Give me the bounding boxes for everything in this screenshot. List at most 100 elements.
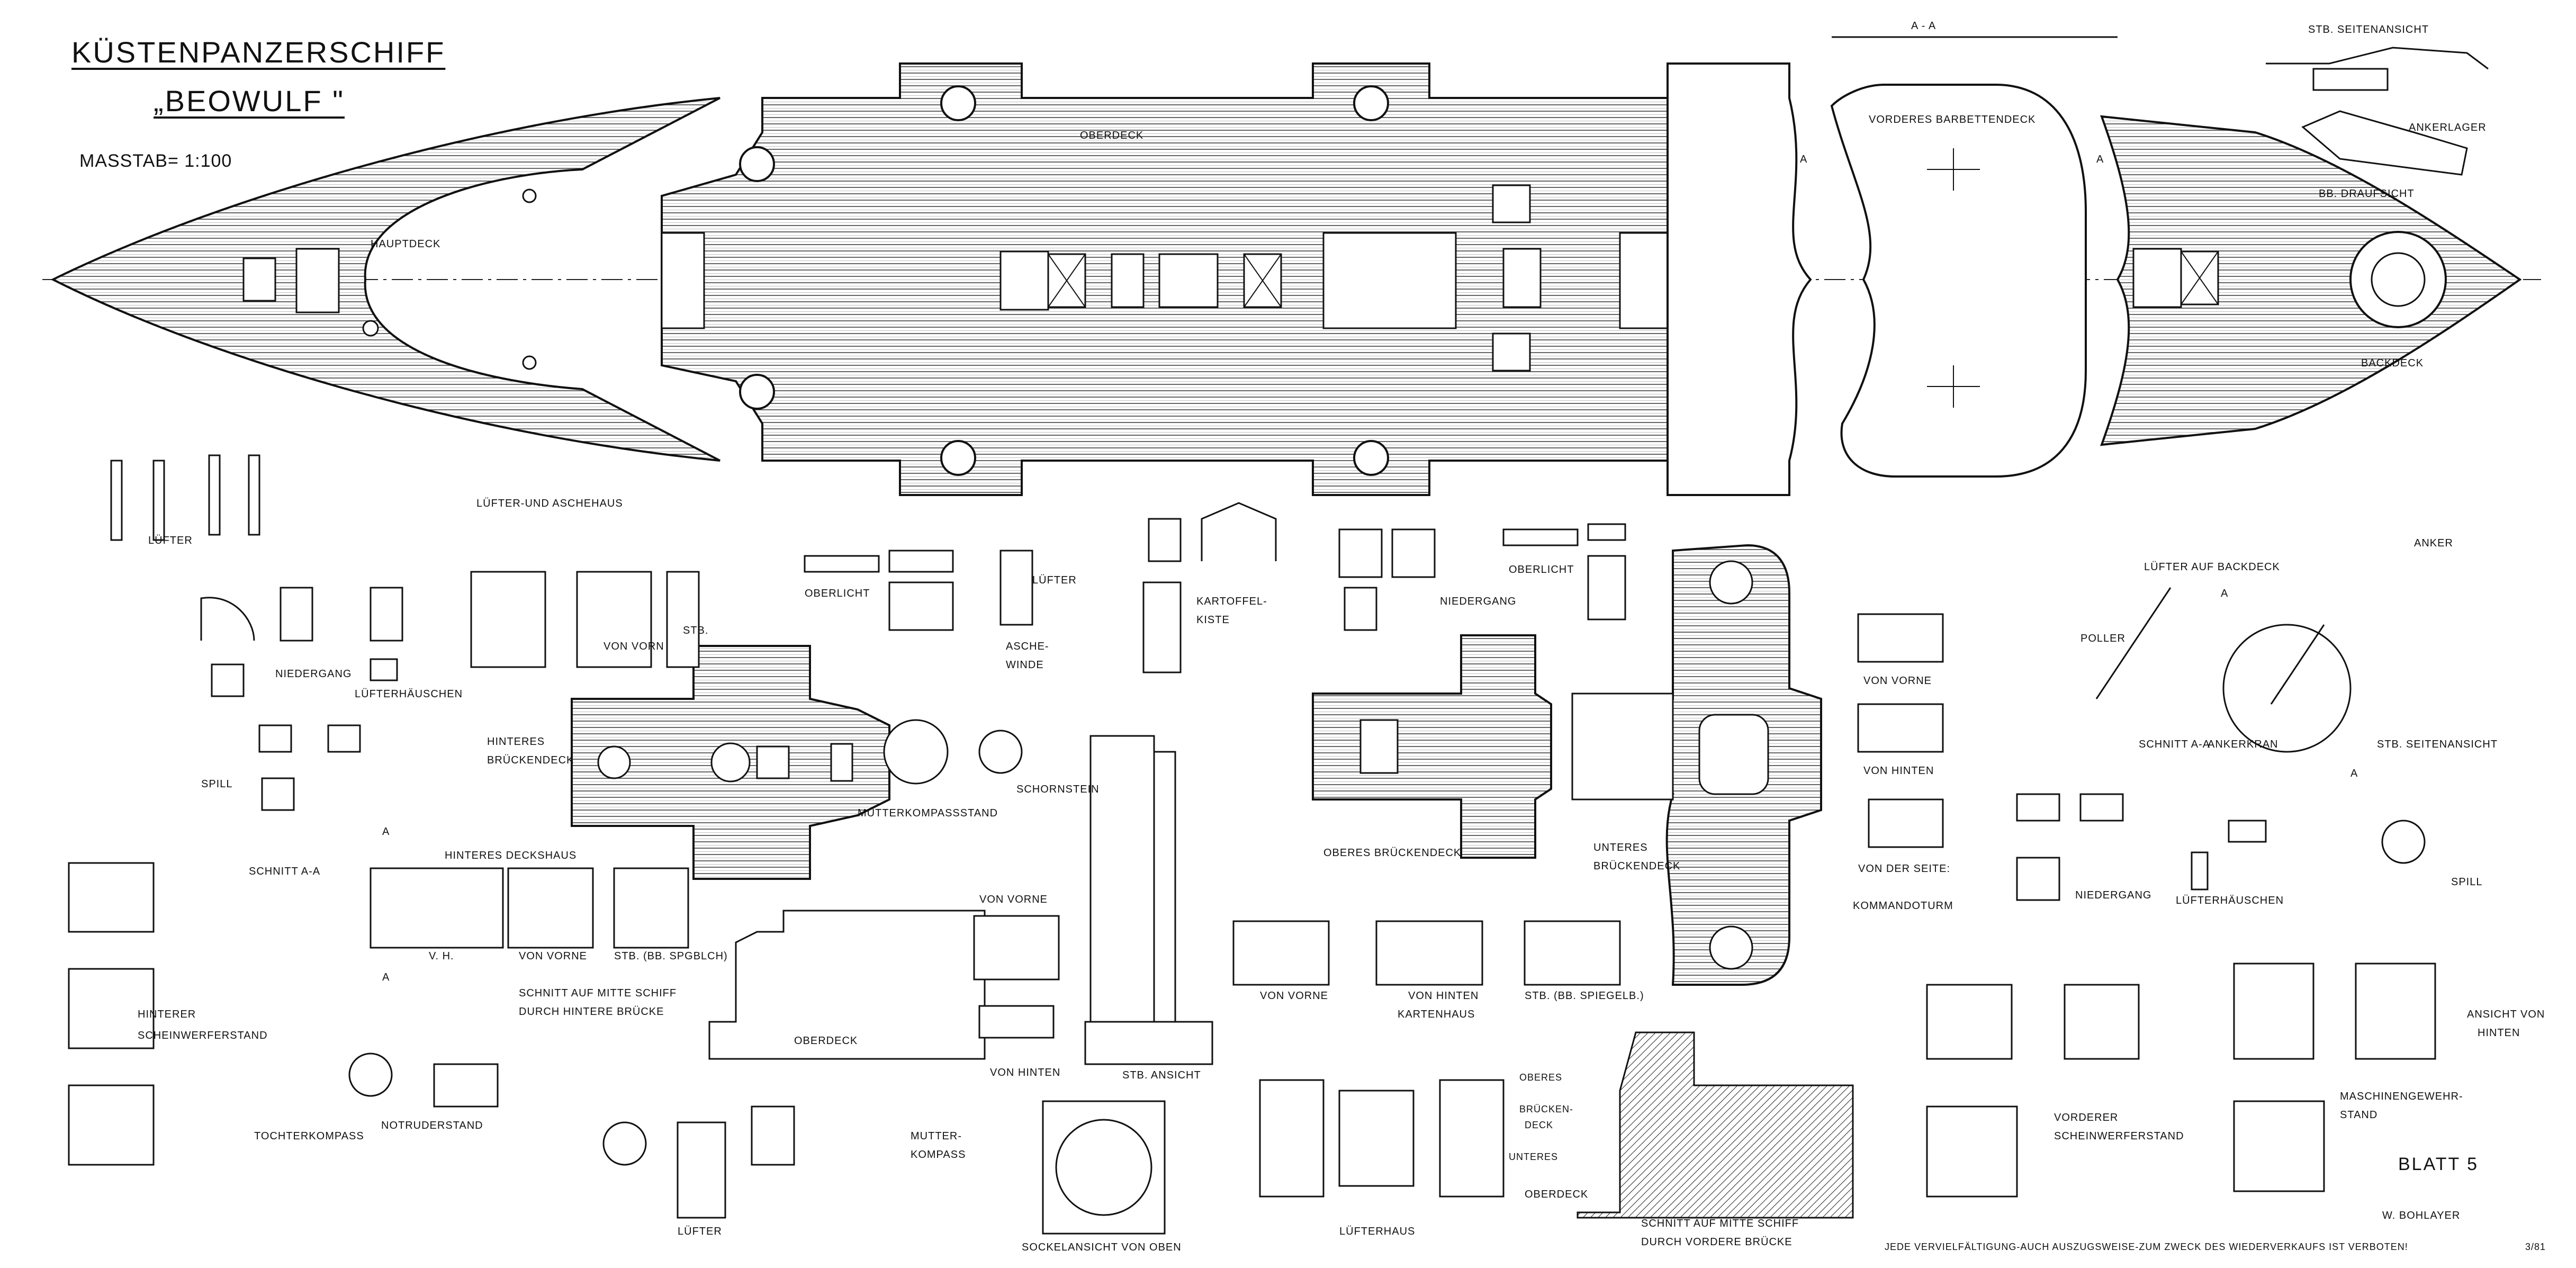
label-oberdeck-small: OBERDECK (794, 1035, 858, 1047)
label-section-aa: A - A (1911, 20, 1936, 32)
label-backdeck: BACKDECK (2361, 357, 2424, 369)
label-luefterhaeuschen-23: LÜFTERHÄUSCHEN (355, 688, 463, 700)
label-A-deckshaus-top: A (382, 826, 390, 838)
label-von-vorn: VON VORN (604, 641, 664, 652)
label-hinteres-deckshaus: HINTERES DECKSHAUS (445, 850, 577, 861)
label-schnitt-mitte-vorn: SCHNITT AUF MITTE SCHIFF (1641, 1218, 1799, 1229)
label-hauptdeck: HAUPTDECK (371, 238, 441, 250)
label-luefterhaeuschen-10: LÜFTERHÄUSCHEN (2176, 895, 2284, 906)
label-oberes-bruecken-deck-2: BRÜCKEN- (1519, 1104, 1574, 1114)
sheet-footer: JEDE VERVIELFÄLTIGUNG-AUCH AUSZUGSWEISE-… (1885, 1242, 2408, 1252)
label-von-hinten-k: VON HINTEN (1408, 990, 1479, 1002)
label-A-deckshaus-bottom: A (382, 972, 390, 983)
label-schornstein: SCHORNSTEIN (1016, 784, 1100, 795)
label-maschinengewehrstand: MASCHINENGEWEHR- (2340, 1091, 2463, 1102)
label-niedergang-13: NIEDERGANG (1440, 596, 1517, 607)
label-unteres: UNTERES (1509, 1152, 1559, 1162)
label-stb-seitenansicht-top: STB. SEITENANSICHT (2308, 24, 2429, 35)
label-schnitt-mitte-hinten-2: DURCH HINTERE BRÜCKE (519, 1006, 664, 1018)
label-oberlicht-12: OBERLICHT (1509, 564, 1574, 575)
label-von-hinten: VON HINTEN (1863, 765, 1934, 777)
backdeck-plan (2100, 115, 2522, 446)
barbettendeck-plan (1830, 36, 2118, 478)
label-vorderer-scheinwerferstand-2: SCHEINWERFERSTAND (2054, 1130, 2184, 1142)
hinteres-brueckendeck-plan (571, 645, 1023, 880)
label-kartoffelkiste-2: KISTE (1196, 614, 1230, 626)
label-tochterkompass: TOCHTERKOMPASS (254, 1130, 364, 1142)
label-bb-draufsicht: BB. DRAUFSICHT (2319, 188, 2415, 200)
label-A-crane-bottom: A (2350, 768, 2358, 779)
label-mutterkompass-2: KOMPASS (911, 1149, 966, 1161)
label-von-vorne-dh: VON VORNE (519, 950, 588, 962)
label-spill-7: SPILL (2451, 876, 2483, 888)
label-unteres-brueckendeck: UNTERES (1593, 842, 1648, 853)
label-von-vorne: VON VORNE (1863, 675, 1932, 687)
unteres-brueckendeck-plan (1571, 544, 1822, 986)
label-oberdeck: OBERDECK (1080, 130, 1144, 141)
label-ansicht-von-hinten: ANSICHT VON (2467, 1009, 2545, 1020)
label-luefter-aschehaus: LÜFTER-UND ASCHEHAUS (476, 498, 623, 509)
label-luefter-30: LÜFTER (678, 1226, 722, 1237)
label-notruderstand: NOTRUDERSTAND (381, 1120, 483, 1131)
label-mutterkompass: MUTTER- (911, 1130, 962, 1142)
label-stb-spiegelb: STB. (BB. SPIEGELB.) (1525, 990, 1644, 1002)
label-vorderes-barbettendeck: VORDERES BARBETTENDECK (1869, 114, 2036, 125)
label-aschewinde-2: WINDE (1006, 659, 1044, 671)
title-line-1: KÜSTENPANZERSCHIFF (71, 35, 446, 69)
label-von-der-seite: VON DER SEITE: (1858, 863, 1951, 875)
label-vorderer-scheinwerferstand: VORDERER (2054, 1112, 2119, 1123)
sheet-blatt: BLATT 5 (2398, 1154, 2479, 1174)
ankerlager-sketch (2266, 47, 2489, 176)
label-anker: ANKER (2414, 537, 2453, 549)
label-stb-ansicht: STB. ANSICHT (1122, 1069, 1201, 1081)
label-poller: POLLER (2080, 633, 2125, 644)
label-spill-left: SPILL (201, 778, 233, 790)
scale-label: MASSTAB= 1:100 (79, 151, 232, 171)
label-von-vorne-s: VON VORNE (979, 894, 1048, 905)
label-oberes-bruecken-deck-3: DECK (1525, 1120, 1554, 1130)
label-A-crane-top: A (2221, 588, 2229, 599)
schornstein-elevation (1084, 735, 1213, 1065)
label-stb-spgblch: STB. (BB. SPGBLCH) (614, 950, 728, 962)
label-A-top-left: A (1800, 154, 1808, 165)
label-von-vorne-k: VON VORNE (1260, 990, 1329, 1002)
title-line-2: „BEOWULF " (154, 84, 345, 118)
label-vh: V. H. (429, 950, 454, 962)
sheet-author: W. BOHLAYER (2382, 1210, 2461, 1221)
oberes-brueckendeck-plan (1312, 634, 1552, 859)
label-hinterer-scheinwerferstand-2: SCHEINWERFERSTAND (138, 1030, 268, 1041)
label-schnitt-mitte-hinten: SCHNITT AUF MITTE SCHIFF (519, 987, 677, 999)
label-luefter-16: LÜFTER (1032, 574, 1077, 586)
label-kartoffelkiste: KARTOFFEL- (1196, 596, 1267, 607)
label-hinterer-scheinwerferstand: HINTERER (138, 1009, 196, 1020)
label-stb: STB. (683, 625, 709, 636)
label-niedergang-9: NIEDERGANG (2075, 889, 2152, 901)
label-maschinengewehrstand-2: STAND (2340, 1109, 2378, 1121)
label-luefter-left: LÜFTER (148, 535, 193, 546)
sheet-number: 3/81 (2525, 1242, 2546, 1252)
label-aschewinde: ASCHE- (1006, 641, 1049, 652)
label-oberlicht-17: OBERLICHT (805, 588, 870, 599)
oberdeck-plan (661, 62, 1812, 496)
label-schnitt-mitte-vorn-2: DURCH VORDERE BRÜCKE (1641, 1236, 1793, 1248)
label-stb-seitenansicht: STB. SEITENANSICHT (2377, 739, 2498, 750)
label-luefter-auf-backdeck: LÜFTER AUF BACKDECK (2144, 561, 2280, 573)
label-kommandoturm: KOMMANDOTURM (1853, 900, 1953, 912)
label-kartenhaus: KARTENHAUS (1398, 1009, 1475, 1020)
detail-sketches (68, 454, 2436, 1235)
label-sockelansicht: SOCKELANSICHT VON OBEN (1022, 1242, 1182, 1253)
label-ansicht-von-hinten-2: HINTEN (2478, 1027, 2520, 1039)
label-niedergang-24: NIEDERGANG (275, 668, 352, 680)
label-schnitt-aa: SCHNITT A-A (2139, 739, 2211, 750)
label-oberdeck-s2: OBERDECK (1525, 1189, 1589, 1200)
label-luefterhaus: LÜFTERHAUS (1339, 1226, 1416, 1237)
hauptdeck-plan (50, 97, 720, 462)
label-hinteres-brueckendeck-2: BRÜCKENDECK (487, 754, 574, 766)
label-hinteres-brueckendeck: HINTERES (487, 736, 545, 748)
label-von-hinten-s: VON HINTEN (990, 1067, 1061, 1078)
label-oberes-brueckendeck: OBERES BRÜCKENDECK (1323, 847, 1462, 859)
label-mutterkompassstand: MUTTERKOMPASSSTAND (858, 807, 998, 819)
label-oberes-bruecken-deck: OBERES (1519, 1072, 1563, 1083)
label-A-top-right: A (2096, 154, 2104, 165)
